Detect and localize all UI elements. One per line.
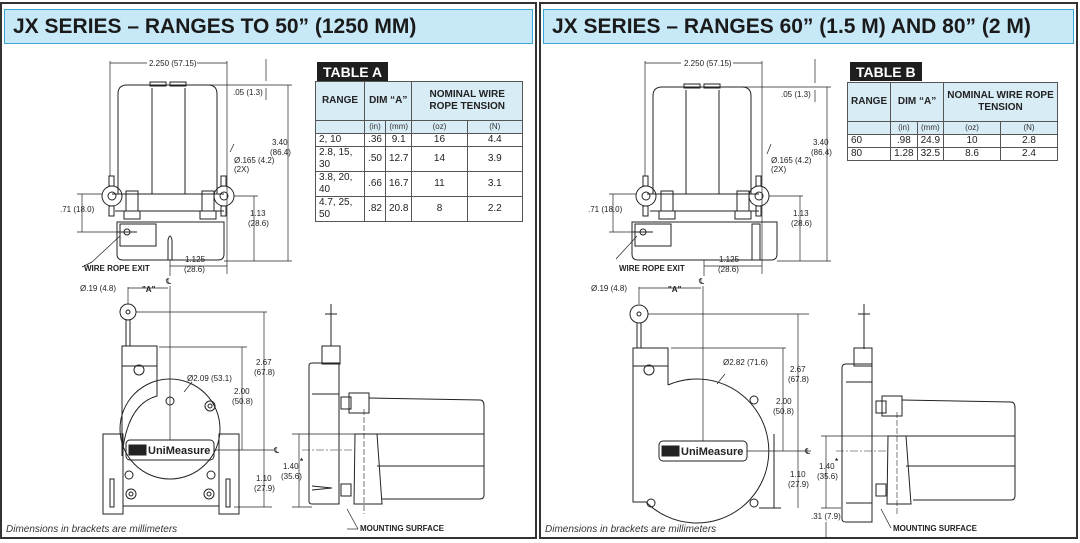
- label-mounting-surface: MOUNTING SURFACE: [893, 524, 978, 533]
- col-range: RANGE: [846, 82, 892, 122]
- dim-140-mm: (35.6): [817, 472, 838, 481]
- dim-140-in: 1.40: [819, 462, 835, 471]
- dim-width-top: 2.250 (57.15): [149, 59, 197, 68]
- dim-110-mm: (27.9): [788, 480, 809, 489]
- dim-a-label: "A": [142, 285, 156, 294]
- dim-140-mm: (35.6): [281, 472, 302, 481]
- drawing-jx-large: 2.250 (57.15) .05 (1.3) 3.40 (86.4) Ø.16…: [588, 59, 1016, 539]
- logo-text: UniMeasure: [148, 445, 210, 457]
- col-dim-a: DIM “A”: [364, 81, 413, 121]
- dim-height-mm: (86.4): [270, 148, 291, 157]
- table-b-title: TABLE B: [850, 62, 922, 81]
- dim-hole-qty: (2X): [234, 165, 249, 174]
- dim-110-mm: (27.9): [254, 484, 275, 493]
- panel-ranges-to-50: JX SERIES – RANGES TO 50” (1250 MM): [0, 2, 537, 539]
- unit-in: (in): [364, 120, 386, 134]
- panel-ranges-60-80: JX SERIES – RANGES 60” (1.5 M) AND 80” (…: [539, 2, 1078, 539]
- col-range: RANGE: [314, 81, 366, 121]
- centerline-label: ℄: [273, 446, 280, 455]
- centerline-label: ℄: [804, 447, 811, 456]
- table-row: 4.7, 25, 50 .82 20.8 8 2.2: [314, 196, 524, 222]
- col-tension: NOMINAL WIRE ROPE TENSION: [411, 81, 523, 121]
- screw: [133, 364, 145, 376]
- dim-110-in: 1.10: [790, 470, 806, 479]
- dim-height-mm: (86.4): [811, 148, 832, 157]
- dim-267-in: 2.67: [790, 365, 806, 374]
- unit-oz: (oz): [411, 120, 468, 134]
- panel-header: JX SERIES – RANGES 60” (1.5 M) AND 80” (…: [543, 9, 1074, 44]
- dim-base-in: 1.13: [793, 209, 809, 218]
- dim-gap: .05 (1.3): [781, 90, 811, 99]
- mount-ear-right: [213, 185, 235, 207]
- dim-200-in: 2.00: [234, 387, 250, 396]
- table-row: 2, 10 .36 9.1 16 4.4: [314, 133, 524, 147]
- logo-text: UniMeasure: [681, 446, 743, 458]
- drawing-jx-small: 2.250 (57.15) .05 (1.3) 3.40 (86.4) Ø.16…: [60, 59, 485, 533]
- dim-half-in: 1.125: [185, 255, 206, 264]
- table-row: 3.8, 20, 40 .66 16.7 11 3.1: [314, 171, 524, 197]
- unit-mm: (mm): [384, 120, 413, 134]
- dim-bottom: .31 (7.9): [811, 512, 841, 521]
- footnote-star: *: [835, 457, 839, 466]
- centerline-label: ℄: [165, 277, 172, 286]
- dim-drum: Ø2.82 (71.6): [723, 358, 768, 367]
- dim-half-in: 1.125: [719, 255, 740, 264]
- dim-hole: Ø.165 (4.2): [771, 156, 812, 165]
- panel-title: JX SERIES – RANGES 60” (1.5 M) AND 80” (…: [552, 15, 1031, 38]
- col-tension: NOMINAL WIRE ROPE TENSION: [943, 82, 1058, 122]
- dim-base-in: 1.13: [250, 209, 266, 218]
- table-row: 60 .98 24.9 10 2.8: [846, 134, 1058, 148]
- table-a: RANGE DIM “A” NOMINAL WIRE ROPE TENSION …: [314, 81, 524, 222]
- dim-eye: Ø.19 (4.8): [80, 284, 116, 293]
- unit-oz: (oz): [943, 121, 1002, 135]
- dim-offset-left: .71 (18.0): [60, 205, 95, 214]
- eye-ring: [119, 303, 137, 321]
- panel-title: JX SERIES – RANGES TO 50” (1250 MM): [13, 15, 417, 38]
- dim-width-top: 2.250 (57.15): [684, 59, 732, 68]
- dim-a-label: "A": [668, 285, 682, 294]
- dim-drum: Ø2.09 (53.1): [187, 374, 232, 383]
- dim-140-in: 1.40: [283, 462, 299, 471]
- dim-eye: Ø.19 (4.8): [591, 284, 627, 293]
- dim-hole: Ø.165 (4.2): [234, 156, 275, 165]
- table-a-title: TABLE A: [317, 62, 389, 81]
- centerline-label: ℄: [698, 277, 705, 286]
- unit-n: (N): [466, 120, 524, 134]
- footnote-star: *: [300, 457, 304, 466]
- unit-in: (in): [890, 121, 918, 135]
- label-wire-exit: WIRE ROPE EXIT: [619, 264, 685, 273]
- dim-200-in: 2.00: [776, 397, 792, 406]
- table-b: RANGE DIM “A” NOMINAL WIRE ROPE TENSION …: [846, 82, 1058, 161]
- footnote: Dimensions in brackets are millimeters: [6, 524, 178, 535]
- table-row: 2.8, 15, 30 .50 12.7 14 3.9: [314, 146, 524, 172]
- unit-mm: (mm): [916, 121, 945, 135]
- dim-200-mm: (50.8): [232, 397, 253, 406]
- housing-outline: [117, 84, 218, 195]
- footnote: Dimensions in brackets are millimeters: [545, 524, 717, 535]
- dim-base-mm: (28.6): [791, 219, 812, 228]
- dim-offset-left: .71 (18.0): [588, 205, 623, 214]
- dimension-labels: 2.250 (57.15) .05 (1.3) 3.40 (86.4) Ø.16…: [60, 59, 445, 533]
- dim-half-mm: (28.6): [718, 265, 739, 274]
- dim-base-mm: (28.6): [248, 219, 269, 228]
- dim-267-mm: (67.8): [788, 375, 809, 384]
- dim-half-mm: (28.6): [184, 265, 205, 274]
- unit-n: (N): [1000, 121, 1058, 135]
- col-dim-a: DIM “A”: [890, 82, 945, 122]
- label-mounting-surface: MOUNTING SURFACE: [360, 524, 445, 533]
- label-wire-exit: WIRE ROPE EXIT: [84, 264, 150, 273]
- table-row: 80 1.28 32.5 8.6 2.4: [846, 147, 1058, 161]
- dim-200-mm: (50.8): [773, 407, 794, 416]
- panel-header: JX SERIES – RANGES TO 50” (1250 MM): [4, 9, 533, 44]
- dim-hole-qty: (2X): [771, 165, 786, 174]
- mount-ear-left: [101, 185, 123, 207]
- dim-267-mm: (67.8): [254, 368, 275, 377]
- dim-110-in: 1.10: [256, 474, 272, 483]
- dim-gap: .05 (1.3): [233, 88, 263, 97]
- dim-267-in: 2.67: [256, 358, 272, 367]
- dim-height-in: 3.40: [272, 138, 288, 147]
- dim-height-in: 3.40: [813, 138, 829, 147]
